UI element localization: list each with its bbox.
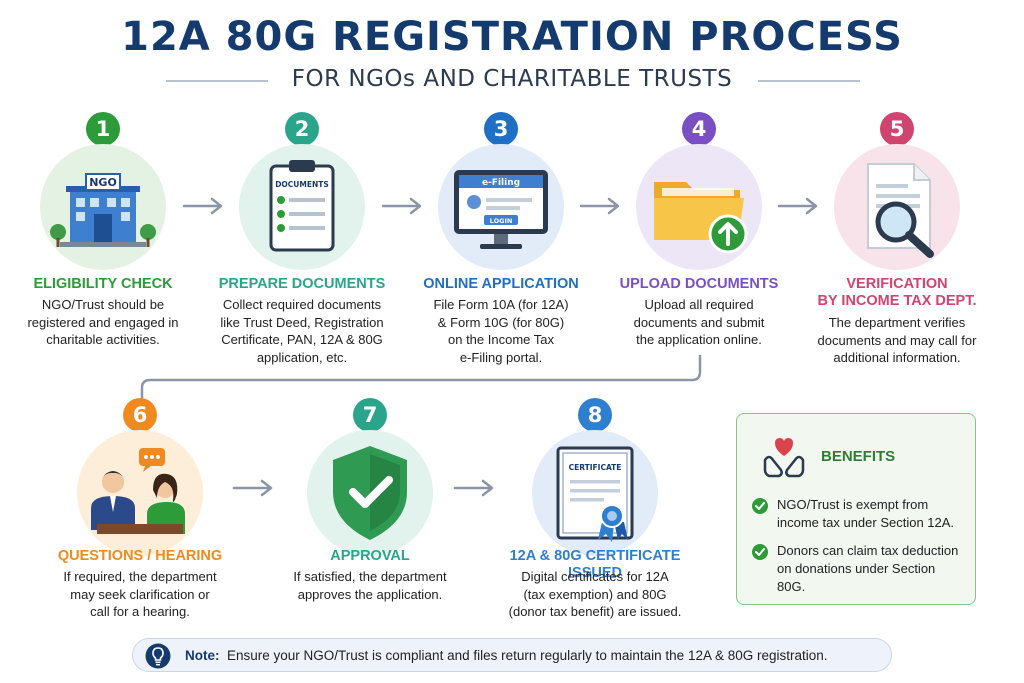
step-description: Upload all required documents and submit…: [633, 297, 765, 347]
step-description: If satisfied, the department approves th…: [293, 569, 447, 602]
step-4: 4 UPLOAD DOCUMENTS Upload all required d…: [604, 112, 794, 352]
step-number-badge: 5: [880, 112, 914, 146]
arrow-icon: [777, 197, 818, 215]
step-description: If required, the department may seek cla…: [63, 569, 217, 619]
step-title: APPROVAL: [330, 548, 410, 564]
check-circle-icon: [752, 544, 768, 560]
benefits-title: BENEFITS: [821, 448, 896, 465]
arrow-icon: [453, 479, 494, 497]
page-title: 12A 80G REGISTRATION PROCESS: [121, 14, 903, 60]
step-7: 7 APPROVAL If satisfied, the department …: [275, 398, 465, 628]
clipboard-label-text: DOCUMENTS: [275, 180, 329, 189]
benefits-panel: BENEFITS NGO/Trust is exempt from income…: [736, 413, 976, 605]
step-description: The department verifies documents and ma…: [817, 315, 977, 365]
heart-hands-icon: [763, 438, 805, 478]
certificate-label-text: CERTIFICATE: [569, 463, 622, 472]
step-6: 6 QUESTIONS / HEARING If required, the d…: [40, 398, 240, 628]
arrow-icon: [381, 197, 422, 215]
step-title: ELIGIBILITY CHECK: [33, 276, 173, 292]
step-title: VERIFICATION BY INCOME TAX DEPT.: [817, 276, 977, 309]
subtitle-divider-right: [758, 80, 860, 82]
step-description: Digital certificates for 12A (tax exempt…: [508, 569, 682, 619]
benefit-text: NGO/Trust is exempt from income tax unde…: [777, 497, 955, 530]
step-title: 12A & 80G CERTIFICATE ISSUED: [509, 548, 681, 581]
documents-clipboard-icon: DOCUMENTS: [239, 144, 365, 270]
step-number-badge: 1: [86, 112, 120, 146]
benefit-text: Donors can claim tax deduction on donati…: [777, 543, 959, 594]
note-bar: Note: Ensure your NGO/Trust is compliant…: [132, 638, 892, 672]
building-sign-text: NGO: [89, 176, 117, 189]
arrow-icon: [579, 197, 620, 215]
note-label: Note:: [185, 648, 220, 663]
step-description: NGO/Trust should be registered and engag…: [27, 297, 179, 347]
shield-check-icon: [307, 430, 433, 556]
step-number-badge: 7: [353, 398, 387, 432]
check-circle-icon: [752, 498, 768, 514]
step-description: Collect required documents like Trust De…: [220, 297, 384, 365]
efiling-monitor-icon: e-Filing LOGIN: [438, 144, 564, 270]
step-5: 5 VERIFICATION BY INCOME TAX DEPT. The d…: [802, 112, 992, 372]
step-title: ONLINE APPLICATION: [423, 276, 579, 292]
arrow-icon: [182, 197, 223, 215]
step-number-badge: 4: [682, 112, 716, 146]
login-button-text: LOGIN: [490, 217, 513, 225]
step-description: File Form 10A (for 12A) & Form 10G (for …: [433, 297, 569, 365]
step-1: 1 NGO ELIGIBILITY CHECK NGO/Trust should…: [8, 112, 198, 352]
step-title: QUESTIONS / HEARING: [57, 548, 223, 564]
arrow-icon: [232, 479, 273, 497]
step-number-badge: 8: [578, 398, 612, 432]
lightbulb-icon: [145, 643, 171, 669]
row-connector: [140, 354, 702, 400]
step-number-badge: 6: [123, 398, 157, 432]
ngo-building-icon: NGO: [40, 144, 166, 270]
hearing-meeting-icon: [77, 430, 203, 556]
step-number-badge: 3: [484, 112, 518, 146]
step-8: 8 CERTIFICATE 12A & 80G CERTIFICATE ISSU…: [490, 398, 700, 628]
step-2: 2 DOCUMENTS PREPARE DOCUMENTS Collect re…: [207, 112, 397, 365]
page-subtitle: FOR NGOs AND CHARITABLE TRUSTS: [291, 66, 733, 92]
folder-upload-icon: [636, 144, 762, 270]
certificate-icon: CERTIFICATE: [532, 430, 658, 556]
step-number-badge: 2: [285, 112, 319, 146]
efiling-text: e-Filing: [482, 178, 520, 188]
step-3: 3 e-Filing LOGIN ONLINE APPLICATION File…: [406, 112, 596, 365]
subtitle-row: FOR NGOs AND CHARITABLE TRUSTS: [0, 66, 1024, 96]
step-title: PREPARE DOCUMENTS: [218, 276, 386, 292]
subtitle-divider-left: [166, 80, 268, 82]
magnifier-document-icon: [834, 144, 960, 270]
note-text: Ensure your NGO/Trust is compliant and f…: [227, 648, 828, 663]
step-title: UPLOAD DOCUMENTS: [619, 276, 779, 292]
